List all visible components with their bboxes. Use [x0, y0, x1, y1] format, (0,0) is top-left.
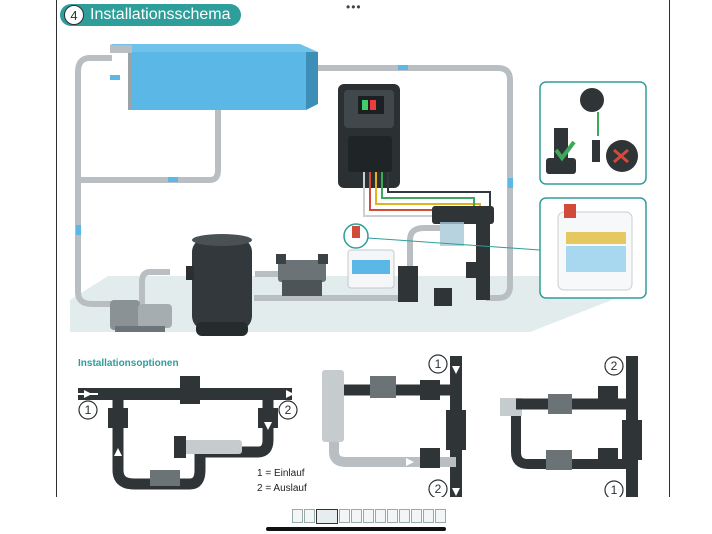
page-thumbnail[interactable]	[423, 509, 434, 523]
page-thumbnail-strip	[292, 509, 446, 524]
marker-circle	[428, 354, 448, 374]
page-thumbnail[interactable]	[351, 509, 362, 523]
callout-line	[367, 237, 541, 251]
more-options-button[interactable]: •••	[346, 0, 362, 14]
pump-illustration	[110, 300, 172, 332]
pool-illustration	[110, 44, 318, 110]
page-thumbnail[interactable]	[292, 509, 303, 523]
installation-options-title: Installationsoptionen	[78, 358, 179, 369]
option-marker-number: 2	[611, 359, 618, 373]
page-thumbnail[interactable]	[316, 509, 338, 524]
marker-labels: 1 2 1 2 2 1	[85, 357, 618, 497]
home-indicator	[266, 527, 446, 531]
option-1-diagram	[78, 376, 298, 490]
legend-outlet: 2 = Auslauf	[257, 483, 307, 494]
detail-box-injection	[539, 81, 647, 185]
option-marker-number: 1	[611, 483, 618, 497]
section-number: 4	[64, 5, 84, 25]
page-thumbnail[interactable]	[411, 509, 422, 523]
page-thumbnail[interactable]	[399, 509, 410, 523]
marker-circle	[78, 400, 98, 420]
detail-box-canister	[539, 197, 647, 299]
legend-inlet: 1 = Einlauf	[257, 468, 305, 479]
section-title: 4 Installationsschema	[60, 4, 241, 26]
option-marker-number: 1	[435, 357, 442, 371]
installation-diagram: 1 2 1 2 2 1	[70, 44, 647, 497]
page-thumbnail[interactable]	[339, 509, 350, 523]
page-thumbnail[interactable]	[375, 509, 386, 523]
option-marker-number: 1	[85, 403, 92, 417]
filter-tank-illustration	[186, 234, 252, 336]
marker-circle	[604, 480, 624, 497]
page-thumbnail[interactable]	[435, 509, 446, 523]
heat-exchanger-illustration	[276, 254, 328, 296]
marker-circle	[278, 400, 298, 420]
valve-manifold	[398, 206, 494, 306]
callout-circle	[343, 223, 369, 249]
option-3-diagram	[500, 356, 642, 497]
page-frame	[56, 0, 670, 497]
page-thumbnail[interactable]	[304, 509, 315, 523]
marker-circle	[604, 356, 624, 376]
pipe-markers	[76, 65, 513, 235]
option-2-diagram	[322, 354, 466, 497]
page-thumbnail[interactable]	[363, 509, 374, 523]
option-marker-number: 2	[285, 403, 292, 417]
canister-illustration	[347, 226, 395, 289]
manual-page: ••• 4 Installationsschema	[56, 0, 670, 497]
section-title-text: Installationsschema	[90, 6, 231, 23]
marker-circle	[428, 479, 448, 497]
control-unit-illustration	[338, 84, 400, 188]
option-marker-number: 2	[435, 482, 442, 496]
page-thumbnail[interactable]	[387, 509, 398, 523]
